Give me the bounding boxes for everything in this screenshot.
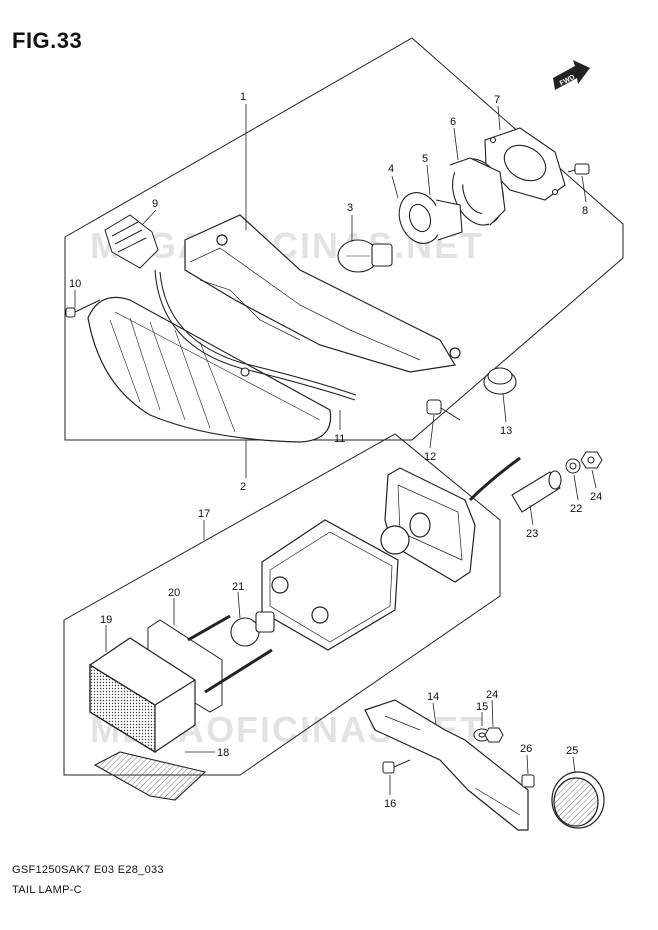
callout-11: 11 [334, 433, 345, 445]
part-nut-26 [521, 774, 535, 788]
part-bracket-14 [364, 699, 529, 831]
fwd-arrow-icon: FWD [553, 60, 590, 90]
callout-12: 12 [424, 451, 436, 463]
part-seal-11 [154, 269, 357, 401]
callout-19: 19 [100, 614, 112, 626]
part-gasket-plate [484, 127, 566, 201]
callout-13: 13 [500, 425, 512, 437]
callout-16: 16 [384, 798, 396, 810]
callout-24-lower: 24 [486, 689, 498, 701]
part-screw-16 [382, 759, 411, 774]
callout-4: 4 [388, 163, 394, 175]
assembly-name: TAIL LAMP-C [12, 884, 82, 896]
callout-17: 17 [198, 508, 210, 520]
part-nut-24-lower [484, 727, 504, 743]
callout-23: 23 [526, 528, 538, 540]
part-bulb-3 [337, 239, 393, 273]
part-nut-24 [580, 451, 603, 469]
leader-lines [74, 104, 597, 795]
part-grommet-13 [483, 367, 517, 395]
callout-9: 9 [152, 198, 158, 210]
callout-7: 7 [494, 94, 500, 106]
part-socket-ring [449, 157, 506, 226]
part-bulb-socket [398, 192, 463, 244]
callout-5: 5 [422, 153, 428, 165]
callout-24: 24 [590, 491, 602, 503]
part-cushion-23 [511, 470, 562, 513]
upper-assembly-frame [64, 37, 624, 441]
callout-6: 6 [450, 116, 456, 128]
part-screw-12 [426, 399, 461, 421]
part-license-lamp-housing [380, 456, 521, 583]
part-reflector-disc-25 [551, 771, 605, 829]
callout-15: 15 [476, 701, 488, 713]
callout-18: 18 [217, 747, 229, 759]
callout-20: 20 [168, 587, 180, 599]
callout-22: 22 [570, 503, 582, 515]
part-reflector-18 [93, 751, 207, 801]
part-lamp-body [261, 519, 399, 651]
callout-1: 1 [240, 91, 246, 103]
part-lens-2 [87, 296, 332, 443]
figure-title: FIG.33 [12, 28, 83, 53]
callout-25: 25 [566, 745, 578, 757]
part-washer-22 [565, 458, 581, 474]
part-screw-8 [567, 163, 590, 175]
callout-26: 26 [520, 743, 532, 755]
callout-10: 10 [69, 278, 81, 290]
part-lens-box-19 [89, 637, 196, 754]
lower-assembly-frame [63, 433, 501, 776]
part-clip-9 [104, 214, 159, 269]
callout-21: 21 [232, 581, 244, 593]
part-bulb-21 [230, 611, 275, 647]
callout-14: 14 [427, 691, 439, 703]
model-code: GSF1250SAK7 E03 E28_033 [12, 864, 164, 876]
part-lamp-housing [184, 214, 461, 373]
callout-2: 2 [240, 481, 246, 493]
part-screw-10 [65, 299, 101, 318]
callout-3: 3 [347, 202, 353, 214]
callout-8: 8 [582, 205, 588, 217]
